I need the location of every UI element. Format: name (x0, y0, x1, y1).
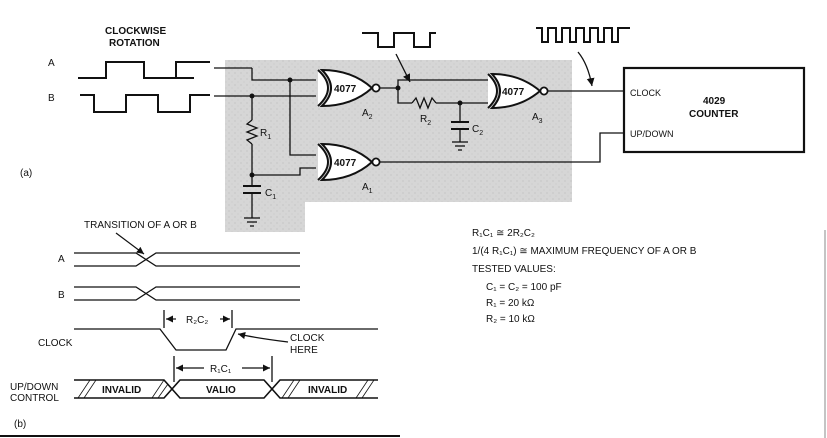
transition-label: TRANSITION OF A OR B (84, 220, 197, 231)
wire-a2-to-r2 (397, 88, 412, 104)
input-b-label: B (48, 93, 55, 104)
r2c2-label: R₂C₂ (186, 315, 208, 326)
rotation-label-1: CLOCKWISE (105, 26, 166, 37)
note-eq2: 1/(4 R₁C₁) ≅ MAXIMUM FREQUENCY OF A OR B (472, 246, 697, 257)
note-v2: R₁ = 20 kΩ (486, 298, 535, 309)
waveform-a (78, 61, 210, 79)
shaded-circuit-area-lower (225, 196, 305, 232)
c1-label: C1 (265, 188, 276, 201)
xnor-gate-a3: 4077 (487, 72, 549, 110)
wire-rc-to-a1 (252, 167, 316, 176)
part-b-label: (b) (14, 419, 26, 430)
r1c1-label: R₁C₁ (210, 364, 232, 375)
counter-updown-pin: UP/DOWN (630, 129, 674, 139)
a3-type: 4077 (502, 87, 525, 98)
wire-a2-to-a3-top (397, 79, 490, 88)
counter-name-2: COUNTER (689, 109, 739, 120)
timing-trace-updown (74, 379, 378, 399)
timing-trace-clock (74, 328, 378, 351)
arrow-to-clock (577, 51, 595, 87)
rotation-label-2: ROTATION (109, 38, 160, 49)
c2-label: C2 (472, 124, 483, 137)
valid-label: VALIO (206, 385, 236, 396)
a2-type: 4077 (334, 84, 357, 95)
clock-here-2: HERE (290, 345, 318, 356)
wire-a1-to-updown (380, 132, 624, 163)
xnor-gate-a2: 4077 (317, 68, 381, 108)
counter-clock-pin: CLOCK (630, 88, 661, 98)
updown-label-2: CONTROL (10, 393, 59, 404)
invalid-hatch-left (77, 379, 169, 399)
invalid-hatch-right (281, 379, 375, 399)
counter-name-1: 4029 (703, 96, 726, 107)
note-tested: TESTED VALUES: (472, 264, 556, 275)
a3-label: A3 (532, 112, 543, 125)
waveform-clock-pulses (536, 27, 630, 43)
a1-label: A1 (362, 182, 373, 195)
clock-here-1: CLOCK (290, 333, 325, 344)
wire-a-route (251, 68, 316, 81)
timing-trace-b (74, 286, 300, 301)
timing-b-label: B (58, 290, 65, 301)
note-eq1: R₁C₁ ≅ 2R₂C₂ (472, 228, 535, 239)
waveform-b (80, 94, 210, 113)
r2-label: R2 (420, 114, 431, 127)
xnor-gate-a1: 4077 (317, 142, 381, 182)
timing-trace-a (74, 252, 300, 267)
a1-type: 4077 (334, 158, 357, 169)
timing-clock-label: CLOCK (38, 338, 73, 349)
invalid-left-label: INVALID (102, 385, 141, 396)
arrow-transition (115, 232, 145, 255)
timing-a-label: A (58, 254, 65, 265)
updown-label-1: UP/DOWN (10, 382, 58, 393)
part-a-label: (a) (20, 168, 32, 179)
resistor-r2 (411, 96, 437, 110)
arrow-to-a2-out (395, 53, 411, 83)
input-a-label: A (48, 58, 55, 69)
counter-4029-box (622, 66, 806, 154)
wire-a-to-a1 (289, 80, 316, 156)
r1-label: R1 (260, 128, 271, 141)
waveform-a2-out (362, 32, 436, 48)
a2-label: A2 (362, 108, 373, 121)
note-v3: R₂ = 10 kΩ (486, 314, 535, 325)
note-v1: C₁ = C₂ = 100 pF (486, 282, 562, 293)
resistor-r1 (245, 119, 259, 145)
invalid-right-label: INVALID (308, 385, 347, 396)
arrow-clock-here (237, 332, 289, 343)
